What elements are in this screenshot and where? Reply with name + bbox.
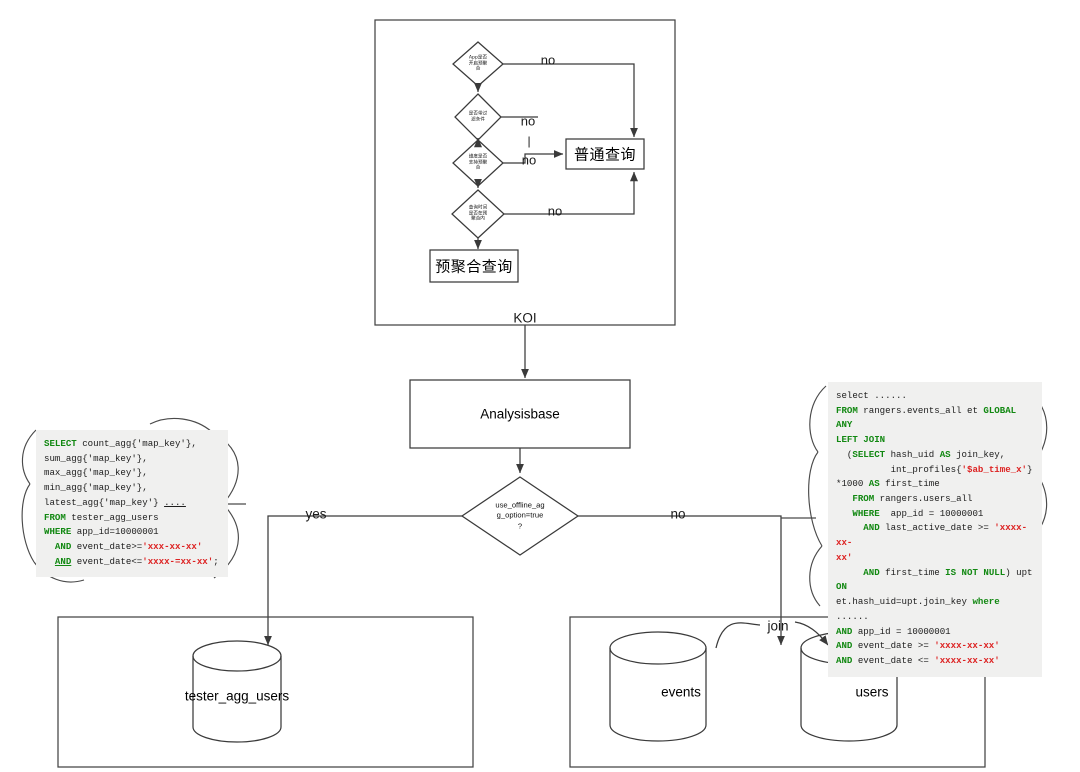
sql-line: LEFT JOIN	[836, 434, 886, 446]
sql-line: et.hash_uid=upt.join_key where ......	[836, 596, 1006, 622]
sql-line: AND event_date <= 'xxxx-xx-xx'	[836, 654, 1000, 666]
sql-line: FROM rangers.events_all et GLOBAL ANY	[836, 404, 1022, 431]
branch-no-3: no	[521, 152, 537, 168]
sql-line: AND app_id = 10000001	[836, 625, 951, 637]
sql-line: AND event_date>='xxx-xx-xx'	[54, 541, 203, 553]
normal-query-label: 普通查询	[573, 145, 637, 164]
decision-2-label: 是否带过 滤条件	[468, 111, 488, 122]
sql-line: latest_agg{'map_key'} ....	[44, 496, 186, 508]
right-store-container	[569, 616, 986, 768]
decision-1-label: App是否 开启预聚 合	[468, 55, 488, 72]
sql-line: sum_agg{'map_key'},	[44, 452, 148, 464]
main-decision-label: use_offline_ag g_option=true ?	[495, 500, 545, 531]
decision-4-label: 查询时间 是否在预 聚合内	[468, 205, 488, 222]
preagg-query-box	[429, 249, 519, 283]
cylinder-tester-agg-users	[192, 640, 282, 743]
join-arrow	[715, 622, 761, 649]
branch-no-2: no	[520, 113, 536, 129]
main-decision-shape	[460, 476, 580, 556]
sql-line: WHERE app_id = 10000001	[852, 507, 984, 519]
sql-line: min_agg{'map_key'},	[44, 482, 148, 494]
koi-label: KOI	[513, 310, 537, 326]
koi-container	[374, 19, 676, 326]
cylinder-events	[609, 631, 707, 742]
preagg-query-label: 预聚合查询	[435, 257, 513, 276]
table-label-events: events	[661, 684, 701, 700]
join-label: join	[767, 618, 789, 634]
sql-snippet-preaggregate: SELECT count_agg{'map_key'}, sum_agg{'map…	[36, 430, 228, 578]
table-label-tester-agg-users: tester_agg_users	[184, 688, 290, 704]
sql-line: FROM tester_agg_users	[44, 511, 159, 523]
normal-query-box	[565, 138, 645, 170]
branch-no-4: no	[547, 203, 563, 219]
sql-line: SELECT count_agg{'map_key'},	[44, 438, 197, 449]
sql-line: FROM rangers.users_all	[852, 493, 973, 505]
sql-line: AND last_active_date >= 'xxxx-xx-	[836, 522, 1028, 549]
sql-snippet-join-query: select ...... FROM rangers.events_all et …	[828, 382, 1042, 677]
sql-line: *1000 AS first_time	[836, 478, 940, 490]
sql-line: AND first_time IS NOT NULL) upt ON	[836, 566, 1038, 593]
sql-line: AND event_date >= 'xxxx-xx-xx'	[836, 640, 1000, 652]
sql-line: max_agg{'map_key'},	[44, 467, 148, 479]
sql-line: WHERE app_id=10000001	[44, 526, 159, 538]
decision-3-label: 维度是否 支持预聚 合	[468, 154, 488, 171]
analysisbase-label: Analysisbase	[480, 406, 560, 422]
left-store-container	[57, 616, 474, 768]
branch-no-label: no	[670, 506, 686, 522]
sql-line: xx'	[836, 551, 853, 563]
branch-yes-label: yes	[305, 506, 327, 522]
branch-no-1: no	[540, 52, 556, 68]
sql-line: select ......	[836, 390, 907, 401]
pipe-separator: |	[527, 134, 531, 148]
sql-line: (SELECT hash_uid AS join_key,	[836, 448, 1006, 460]
sql-line: AND event_date<='xxxx-=xx-xx';	[54, 555, 219, 567]
sql-line: int_profiles{'$ab_time_x'}	[836, 463, 1033, 475]
table-label-users: users	[855, 684, 889, 700]
